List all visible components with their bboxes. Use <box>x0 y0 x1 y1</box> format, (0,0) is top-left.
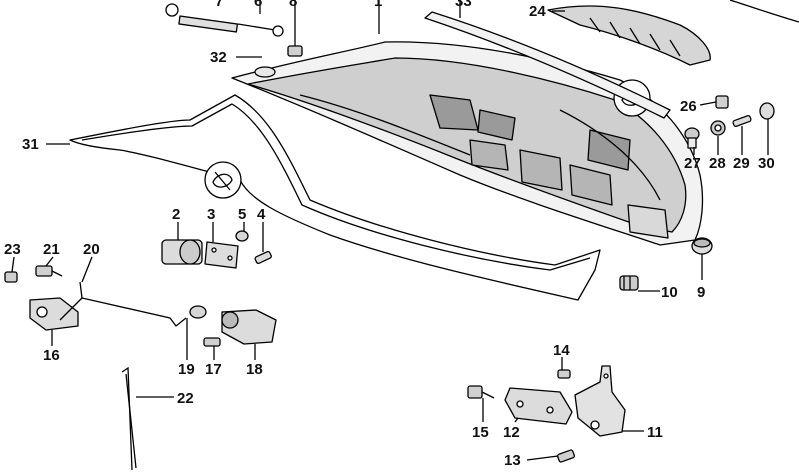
actuator-18 <box>221 309 277 345</box>
callout-26: 26 <box>680 98 697 115</box>
callout-21: 21 <box>43 241 60 258</box>
callout-31: 31 <box>22 136 39 153</box>
weatherstrip-seal <box>69 94 601 301</box>
gas-spring <box>165 3 284 37</box>
bump-stop-10 <box>619 275 639 291</box>
callout-4: 4 <box>257 206 266 223</box>
ball-stud <box>287 40 303 57</box>
screw-15 <box>467 385 495 399</box>
leader-lines <box>11 0 769 461</box>
callout-27: 27 <box>684 155 701 172</box>
screw-29 <box>732 115 752 127</box>
callout-20: 20 <box>83 241 100 258</box>
washer-28 <box>710 120 726 136</box>
callout-9: 9 <box>697 284 705 301</box>
callout-29: 29 <box>733 155 750 172</box>
callout-22: 22 <box>177 390 194 407</box>
latch-plate-12 <box>504 387 573 425</box>
callout-17: 17 <box>205 361 222 378</box>
latch-11 <box>574 365 626 437</box>
callout-24: 24 <box>529 3 546 20</box>
support-rod-22 <box>121 366 137 471</box>
grommet-19 <box>189 305 207 319</box>
screw-4 <box>254 250 272 264</box>
callout-15: 15 <box>472 424 489 441</box>
callout-28: 28 <box>709 155 726 172</box>
trunk-lid <box>231 41 704 246</box>
callout-2: 2 <box>172 206 180 223</box>
screw-13 <box>557 449 575 463</box>
lock-cylinder-2 <box>161 239 203 265</box>
callout-labels: 1 2 3 4 5 6 7 8 9 10 11 12 13 14 15 16 1… <box>4 0 775 469</box>
callout-3: 3 <box>207 206 215 223</box>
callout-12: 12 <box>503 424 520 441</box>
callout-33: 33 <box>455 0 472 10</box>
car-outline-edge <box>729 0 799 23</box>
bolt-26 <box>715 95 729 109</box>
callout-18: 18 <box>246 361 263 378</box>
lock-rod-20 <box>59 281 187 327</box>
cap-30 <box>759 102 775 120</box>
spoiler <box>547 5 711 66</box>
callout-6: 6 <box>254 0 262 10</box>
plate-3 <box>204 241 239 269</box>
clip-27 <box>684 127 700 149</box>
callout-32: 32 <box>210 49 227 66</box>
callout-30: 30 <box>758 155 775 172</box>
lock-16 <box>29 297 79 331</box>
screw-14 <box>557 369 571 379</box>
callout-5: 5 <box>238 206 246 223</box>
grommet-5 <box>235 230 249 242</box>
callout-13: 13 <box>504 452 521 469</box>
callout-10: 10 <box>661 284 678 301</box>
bolt-21 <box>35 265 63 277</box>
screw-23 <box>4 271 18 283</box>
callout-14: 14 <box>553 342 570 359</box>
screw-17 <box>203 337 221 347</box>
callout-19: 19 <box>178 361 195 378</box>
callout-16: 16 <box>43 347 60 364</box>
rubber-buffer <box>254 66 276 78</box>
trim-strip <box>424 11 671 119</box>
callout-8: 8 <box>289 0 297 10</box>
grommet-9 <box>691 237 713 255</box>
callout-11: 11 <box>647 424 663 441</box>
callout-1: 1 <box>374 0 382 10</box>
callout-7: 7 <box>215 0 223 10</box>
callout-23: 23 <box>4 241 21 258</box>
